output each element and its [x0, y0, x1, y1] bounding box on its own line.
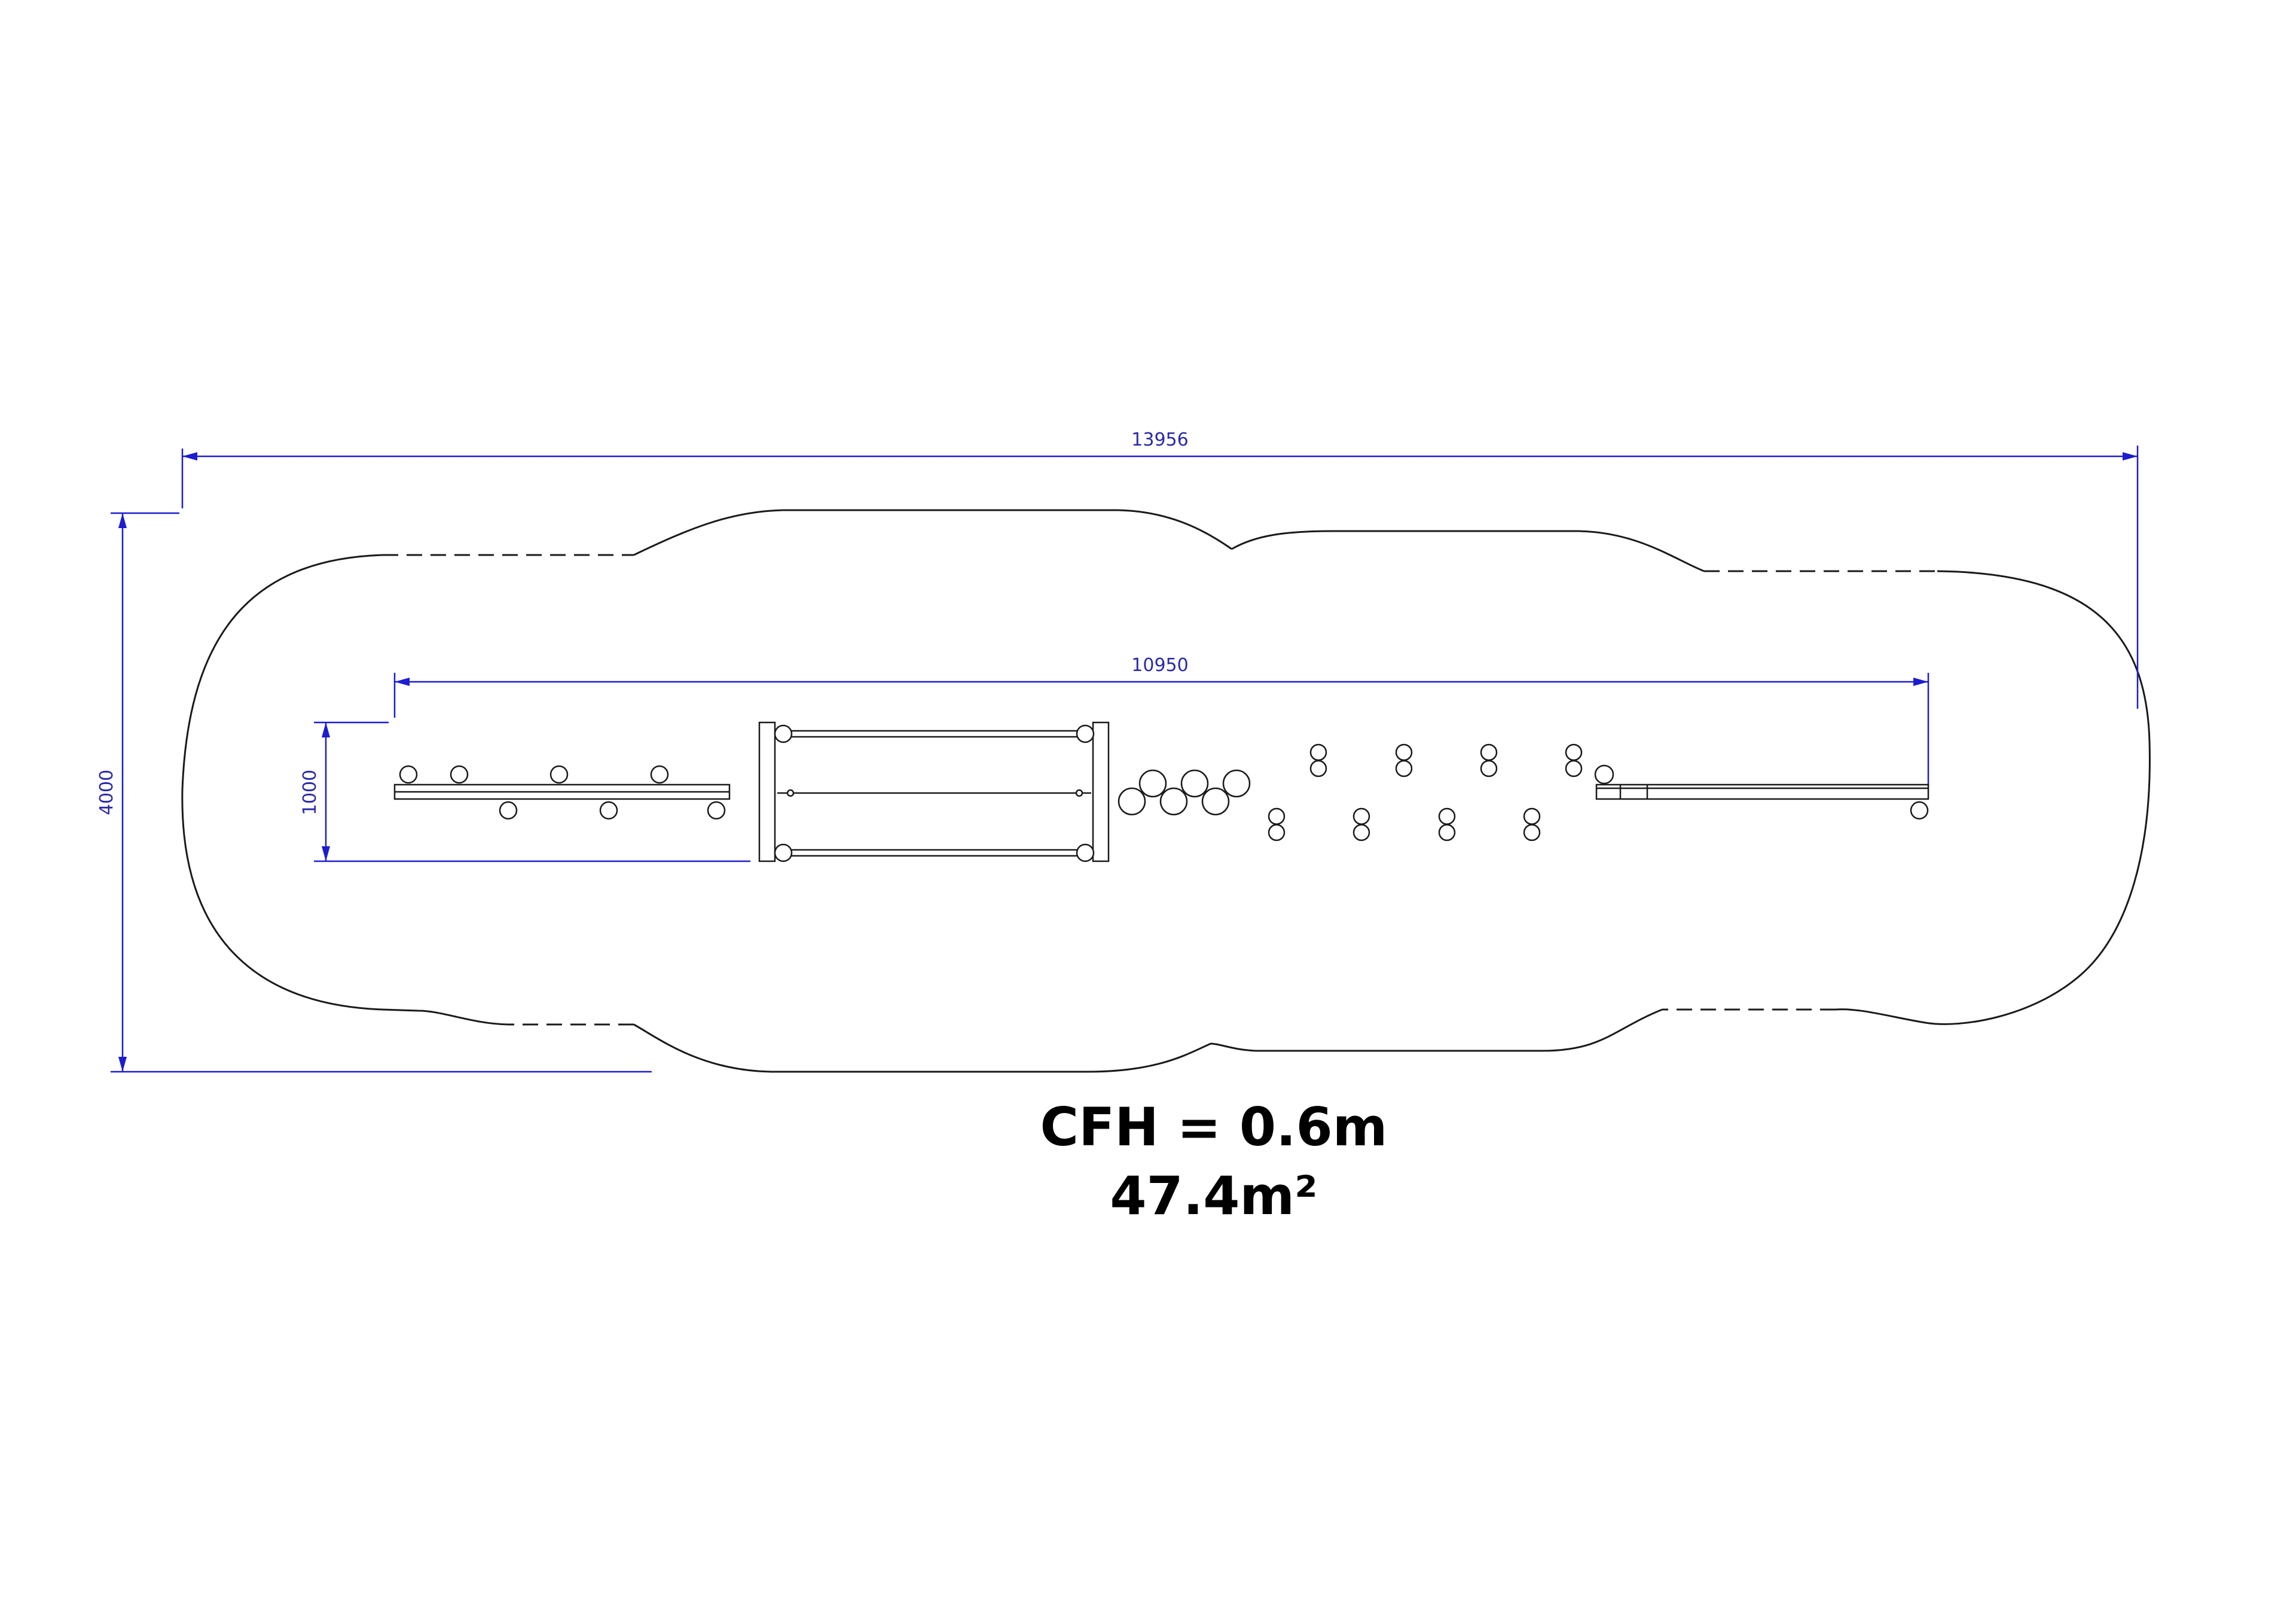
area-label: 47.4m²	[1110, 1165, 1317, 1227]
rope-traverse-frame	[758, 721, 1110, 862]
dimension-label-equipment-length: 10950	[1131, 655, 1188, 676]
end-balance-beam	[1594, 764, 1929, 820]
dimension-overall-length: 13956	[181, 429, 2139, 709]
caption: CFH = 0.6m 47.4m²	[1040, 1096, 1388, 1227]
stepping-posts	[1268, 743, 1583, 841]
dimension-label-equipment-width: 1000	[300, 770, 320, 815]
stepping-stumps	[1118, 769, 1251, 816]
dimension-equipment-length: 10950	[393, 655, 1929, 786]
cfh-label: CFH = 0.6m	[1040, 1096, 1388, 1158]
dimension-overall-width: 4000	[96, 512, 652, 1073]
dimension-equipment-width: 1000	[300, 721, 750, 862]
dimension-label-overall-length: 13956	[1131, 429, 1188, 450]
balance-beam-with-posts	[393, 765, 731, 820]
dimension-label-overall-width: 4000	[96, 770, 117, 815]
safety-zone-outline	[181, 509, 2151, 1073]
